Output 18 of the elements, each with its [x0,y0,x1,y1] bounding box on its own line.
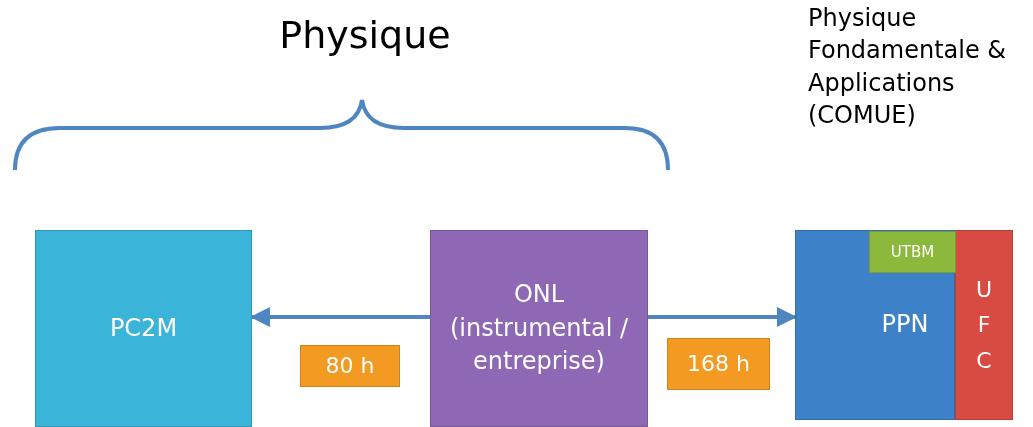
node-label: ONL (instrumental / entreprise) [448,279,630,378]
node-label: U F C [974,276,994,375]
process-box [35,230,252,427]
node-label: PPN [881,309,929,341]
heading: Physique [278,12,452,59]
process-box [869,231,956,273]
node-label: UTBM [890,241,935,263]
process-box [795,230,955,420]
duration-tag [300,345,400,387]
process-box [430,230,648,427]
node-label: 168 h [687,349,750,378]
node-label: PC2M [109,312,178,344]
group-label: Physique Fondamentale & Applications (COMUE) [808,3,1008,132]
duration-tag [667,338,770,390]
node-label: 80 h [325,351,375,380]
process-box [955,230,1013,420]
arrow [250,307,430,327]
arrow [648,307,797,327]
